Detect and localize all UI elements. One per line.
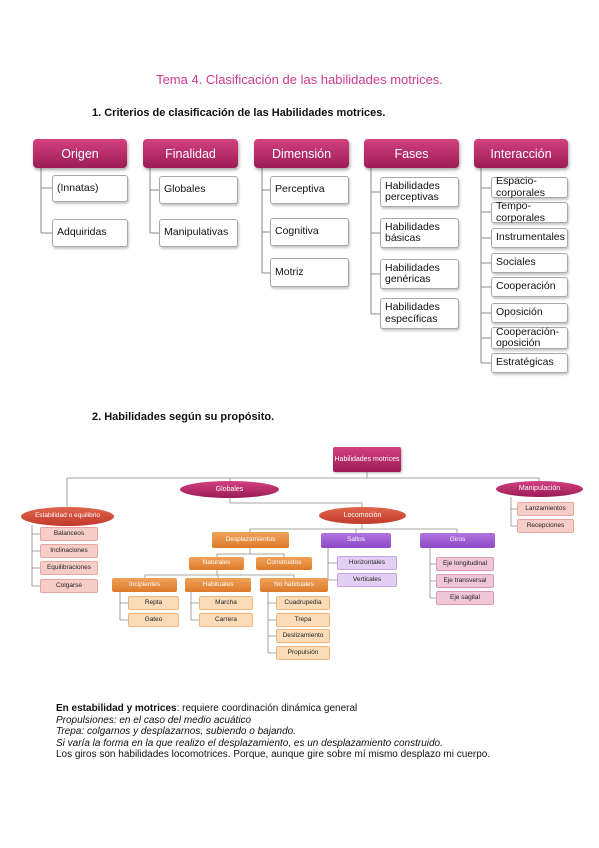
item-cooperacion-oposicion: Cooperación-oposición xyxy=(491,326,568,349)
node-saltos: Saltos xyxy=(321,533,391,548)
item-habilidades-genericas: Habilidades genéricas xyxy=(380,259,459,289)
leaf-marcha: Marcha xyxy=(199,596,253,610)
note-line-1: En estabilidad y motrices: requiere coor… xyxy=(56,703,490,715)
note-line-3-text: Trepa: colgarnos y desplazarnos, subiend… xyxy=(56,726,296,737)
root-habilidades-motrices: Habilidades motrices xyxy=(333,447,401,472)
item-manipulativas: Manipulativas xyxy=(159,219,238,247)
item-espacio-corporales: Espacio-corporales xyxy=(491,176,568,198)
header-interaccion: Interacción xyxy=(474,139,568,168)
item-tempo-corporales: Tempo-corporales xyxy=(491,201,568,223)
item-habilidades-basicas: Habilidades básicas xyxy=(380,218,459,248)
leaf-deslizamiento: Deslizamiento xyxy=(276,629,330,643)
header-origen: Origen xyxy=(33,139,127,168)
leaf-carrera: Carrera xyxy=(199,613,253,627)
note-line-4-text: Si varía la forma en la que realizo el d… xyxy=(56,737,443,749)
note-line-4: Si varía la forma en la que realizo el d… xyxy=(56,738,490,750)
leaf-eje-transversal: Eje transversal xyxy=(436,574,494,588)
notes: En estabilidad y motrices: requiere coor… xyxy=(56,703,490,761)
item-oposicion: Oposición xyxy=(491,303,568,323)
note-line-3: Trepa: colgarnos y desplazarnos, subiend… xyxy=(56,726,490,738)
node-giros: Giros xyxy=(420,533,495,548)
leaf-propulsion: Propulsión xyxy=(276,646,330,660)
header-finalidad: Finalidad xyxy=(143,139,238,168)
item-sociales: Sociales xyxy=(491,253,568,273)
leaf-recepciones: Recepciones xyxy=(517,519,574,533)
item-instrumentales: Instrumentales xyxy=(491,228,568,248)
item-cognitiva: Cognitiva xyxy=(270,218,349,246)
leaf-eje-longitudinal: Eje longitudinal xyxy=(436,557,494,571)
item-perceptiva: Perceptiva xyxy=(270,176,349,204)
criteria-connectors xyxy=(40,168,491,364)
note-line-1-bold: En estabilidad y motrices xyxy=(56,703,177,714)
leaf-cuadrupedia: Cuadrupedia xyxy=(276,596,330,610)
item-innatas: (Innatas) xyxy=(52,175,128,202)
item-globales: Globales xyxy=(159,176,238,204)
purpose-connectors xyxy=(31,472,540,654)
leaf-trepa: Trepa xyxy=(276,613,330,627)
item-estrategicas: Estratégicas xyxy=(491,353,568,373)
leaf-eje-sagital: Eje sagital xyxy=(436,591,494,605)
leaf-repta: Repta xyxy=(128,596,179,610)
leaf-inclinaciones: Inclinaciones xyxy=(40,544,98,558)
note-line-2-text: Propulsiones: en el caso del medio acuát… xyxy=(56,714,252,726)
item-habilidades-perceptivas: Habilidades perceptivas xyxy=(380,177,459,207)
node-construidos: Construidos xyxy=(256,557,312,570)
item-motriz: Motriz xyxy=(270,258,349,287)
node-naturales: Naturales xyxy=(189,557,244,570)
note-line-2: Propulsiones: en el caso del medio acuát… xyxy=(56,715,490,727)
item-cooperacion: Cooperación xyxy=(491,277,568,297)
node-no-habituales: No habituales xyxy=(260,578,328,592)
node-locomocion: Locomoción xyxy=(319,507,406,524)
note-line-5: Los giros son habilidades locomotrices. … xyxy=(56,749,491,760)
leaf-colgarse: Colgarse xyxy=(40,579,98,593)
header-fases: Fases xyxy=(364,139,459,168)
document-title: Tema 4. Clasificación de las habilidades… xyxy=(156,72,443,87)
item-habilidades-especificas: Habilidades específicas xyxy=(380,298,459,329)
note-line-1-rest: : requiere coordinación dinámica general xyxy=(176,703,358,714)
section-1-heading: 1. Criterios de clasificación de las Hab… xyxy=(92,107,386,119)
leaf-lanzamientos: Lanzamientos xyxy=(517,502,574,516)
node-globales: Globales xyxy=(180,481,279,498)
leaf-gateo: Gateo xyxy=(128,613,179,627)
leaf-horizontales: Horizontales xyxy=(337,556,397,570)
header-dimension: Dimensión xyxy=(254,139,349,168)
node-desplazamientos: Desplazamientos xyxy=(212,532,289,548)
node-estabilidad: Estabilidad o equilibrio xyxy=(21,507,114,526)
node-incipientes: Incipientes xyxy=(112,578,177,592)
node-manipulacion: Manipulación xyxy=(496,481,583,497)
leaf-equilibraciones: Equilibraciones xyxy=(40,561,98,575)
section-2-heading: 2. Habilidades según su propósito. xyxy=(92,411,275,423)
item-adquiridas: Adquiridas xyxy=(52,219,128,247)
leaf-verticales: Verticales xyxy=(337,573,397,587)
node-habituales: Habituales xyxy=(185,578,251,592)
leaf-balanceos: Balanceos xyxy=(40,527,98,541)
